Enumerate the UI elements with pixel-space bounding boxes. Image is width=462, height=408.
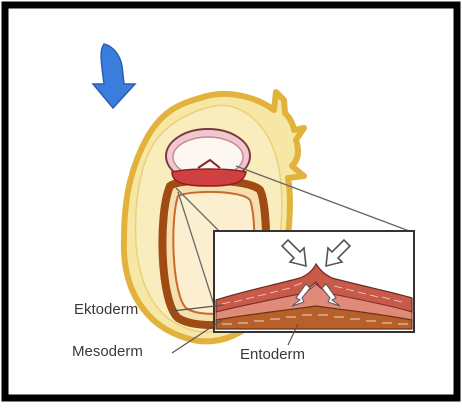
- label-ektoderm: Ektoderm: [74, 301, 138, 318]
- label-mesoderm: Mesoderm: [72, 343, 143, 360]
- label-entoderm: Entoderm: [240, 346, 305, 363]
- inset-detail: [214, 231, 414, 332]
